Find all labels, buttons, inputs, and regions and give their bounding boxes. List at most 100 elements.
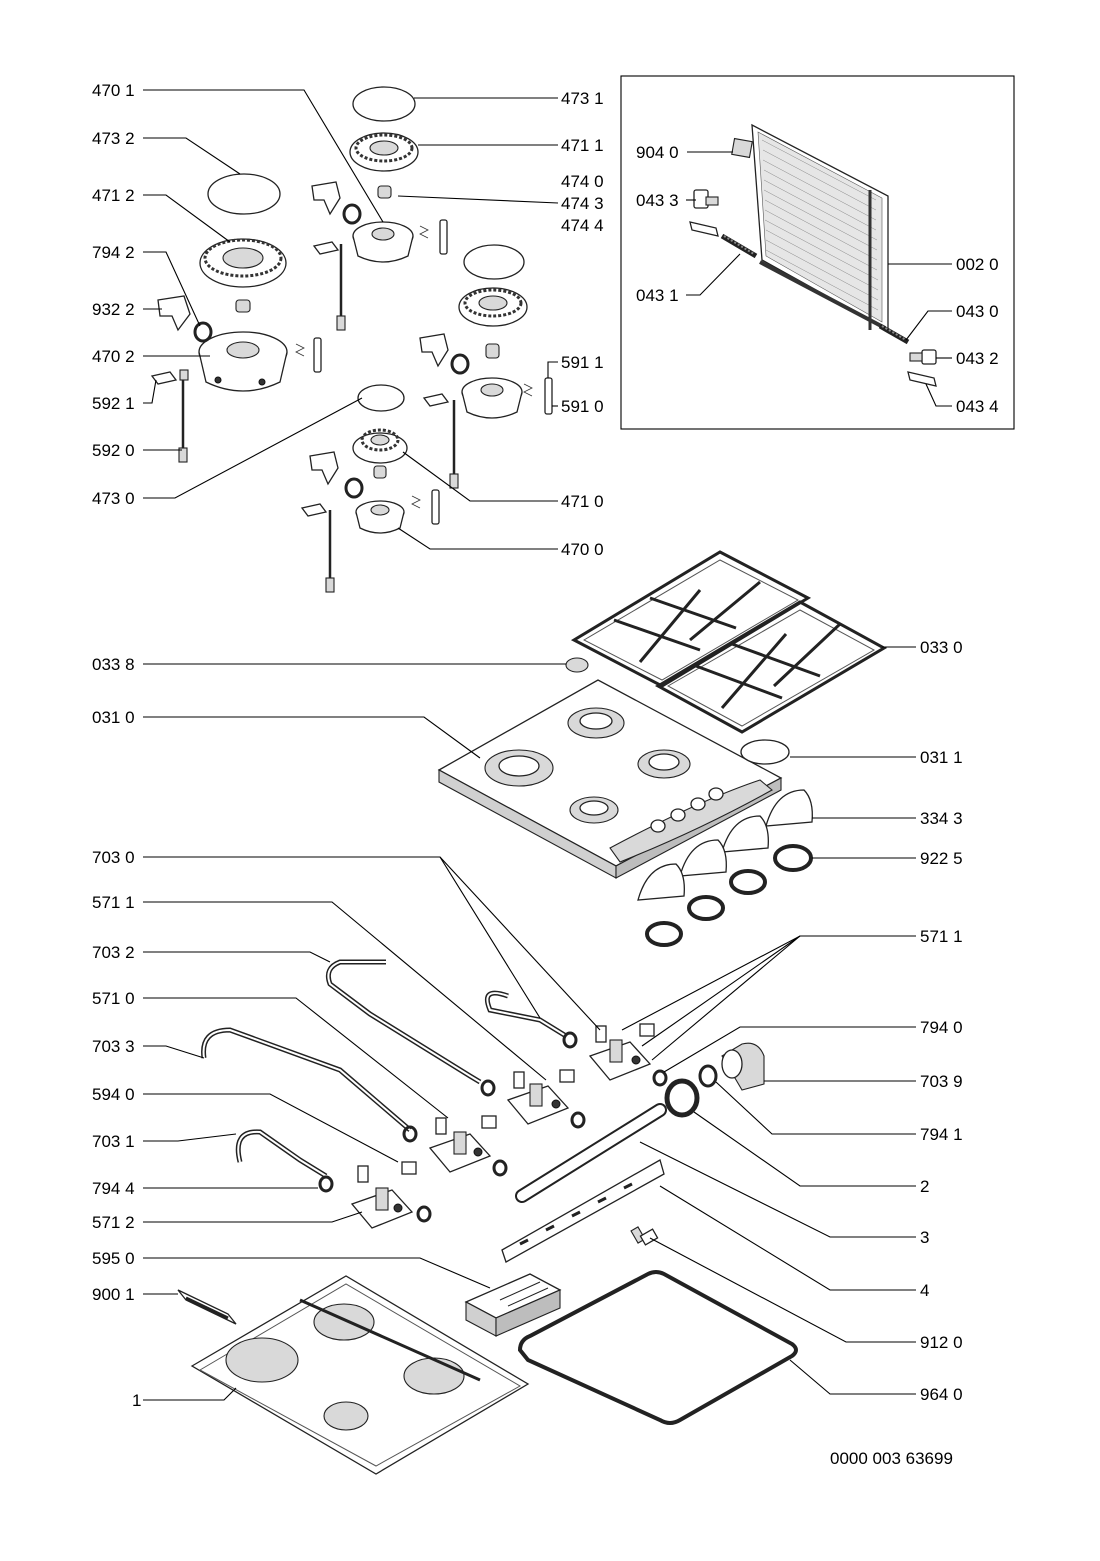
tap-2 bbox=[506, 1069, 575, 1125]
label-470-1: 470 1 bbox=[92, 81, 135, 100]
part-703-1 bbox=[235, 1129, 328, 1179]
label-043-3: 043 3 bbox=[636, 191, 679, 210]
label-922-5: 922 5 bbox=[920, 849, 963, 868]
part-473-2 bbox=[207, 173, 281, 215]
label-4: 4 bbox=[920, 1281, 929, 1300]
label-703-1: 703 1 bbox=[92, 1132, 135, 1151]
burner-parts bbox=[150, 86, 553, 593]
part-033-8 bbox=[565, 657, 589, 673]
clip-right bbox=[419, 333, 449, 368]
label-932-2: 932 2 bbox=[92, 300, 135, 319]
base-right bbox=[461, 377, 523, 419]
injector-low bbox=[373, 465, 387, 479]
label-794-1: 794 1 bbox=[920, 1125, 963, 1144]
electrode-clip-low bbox=[300, 503, 328, 517]
label-470-2: 470 2 bbox=[92, 347, 135, 366]
seal-right bbox=[450, 353, 470, 375]
label-571-1-right: 571 1 bbox=[920, 927, 963, 946]
part-474-0 bbox=[377, 185, 392, 199]
part-471-1 bbox=[349, 132, 419, 172]
label-571-2: 571 2 bbox=[92, 1213, 135, 1232]
label-2: 2 bbox=[920, 1177, 929, 1196]
part-043-0 bbox=[878, 323, 910, 345]
label-794-0: 794 0 bbox=[920, 1018, 963, 1037]
part-912-0 bbox=[630, 1226, 659, 1246]
label-703-0: 703 0 bbox=[92, 848, 135, 867]
label-964-0: 964 0 bbox=[920, 1385, 963, 1404]
part-932-2 bbox=[157, 295, 191, 332]
part-470-1 bbox=[352, 221, 414, 263]
part-922-5 bbox=[645, 844, 813, 947]
part-571-0 bbox=[428, 1115, 497, 1173]
clip-low bbox=[309, 451, 339, 486]
part-473-1 bbox=[352, 86, 416, 122]
part-470-2 bbox=[198, 331, 288, 392]
label-703-9: 703 9 bbox=[920, 1072, 963, 1091]
label-592-0: 592 0 bbox=[92, 441, 135, 460]
label-002-0: 002 0 bbox=[956, 255, 999, 274]
electrode-tip-low bbox=[325, 577, 335, 593]
part-043-1 bbox=[720, 233, 758, 259]
label-904-0: 904 0 bbox=[636, 143, 679, 162]
part-592-0 bbox=[178, 380, 188, 463]
part-703-2 bbox=[325, 959, 482, 1085]
label-471-1: 471 1 bbox=[561, 136, 604, 155]
tap-1 bbox=[588, 1023, 655, 1081]
part-031-1 bbox=[740, 739, 790, 765]
label-594-0: 594 0 bbox=[92, 1085, 135, 1104]
part-1 bbox=[190, 1275, 530, 1475]
drawing-number: 0000 003 63699 bbox=[830, 1449, 953, 1468]
part-473-0 bbox=[357, 384, 405, 412]
label-033-0: 033 0 bbox=[920, 638, 963, 657]
part-043-4 bbox=[907, 371, 937, 387]
part-470-0 bbox=[355, 500, 405, 534]
label-471-2: 471 2 bbox=[92, 186, 135, 205]
injector-a bbox=[235, 299, 251, 313]
part-031-0 bbox=[437, 679, 783, 879]
label-912-0: 912 0 bbox=[920, 1333, 963, 1352]
part-591-0 bbox=[544, 377, 553, 415]
inset-panel bbox=[620, 75, 1015, 430]
thermocouple-low bbox=[431, 489, 440, 525]
clip-b bbox=[311, 181, 341, 216]
label-595-0: 595 0 bbox=[92, 1249, 135, 1268]
part-591-1 bbox=[523, 383, 533, 397]
part-794-4 bbox=[318, 1175, 334, 1193]
label-591-1: 591 1 bbox=[561, 353, 604, 372]
label-473-1: 473 1 bbox=[561, 89, 604, 108]
label-334-3: 334 3 bbox=[920, 809, 963, 828]
crown-right bbox=[458, 287, 528, 327]
cap-right bbox=[463, 244, 525, 280]
label-900-1: 900 1 bbox=[92, 1285, 135, 1304]
label-474-3: 474 3 bbox=[561, 194, 604, 213]
injector-right bbox=[485, 343, 500, 359]
part-703-3 bbox=[201, 1027, 412, 1132]
label-474-0: 474 0 bbox=[561, 172, 604, 191]
part-794-0 bbox=[652, 1069, 668, 1087]
part-471-0 bbox=[352, 428, 408, 464]
electrode-tip-b bbox=[336, 315, 346, 331]
part-334-3 bbox=[637, 789, 813, 901]
part-4 bbox=[501, 1159, 665, 1263]
electrode-clip-right bbox=[422, 393, 450, 407]
label-591-0: 591 0 bbox=[561, 397, 604, 416]
part-904-0 bbox=[731, 137, 753, 159]
label-043-0: 043 0 bbox=[956, 302, 999, 321]
part-labels: 470 1 473 2 471 2 794 2 932 2 470 2 592 … bbox=[92, 81, 999, 1468]
part-033-0 bbox=[570, 550, 888, 734]
label-703-3: 703 3 bbox=[92, 1037, 135, 1056]
seal-low bbox=[344, 477, 364, 499]
part-3 bbox=[515, 1103, 667, 1203]
part-043-3 bbox=[689, 189, 719, 237]
part-595-0 bbox=[464, 1273, 562, 1337]
pipe-seals bbox=[318, 1031, 668, 1223]
label-794-2: 794 2 bbox=[92, 243, 135, 262]
label-474-4: 474 4 bbox=[561, 216, 604, 235]
part-002-0 bbox=[751, 123, 889, 332]
label-473-0: 473 0 bbox=[92, 489, 135, 508]
label-043-2: 043 2 bbox=[956, 349, 999, 368]
gas-taps bbox=[350, 1023, 655, 1229]
electrode-tip-right bbox=[449, 473, 459, 489]
part-471-2 bbox=[199, 238, 287, 288]
